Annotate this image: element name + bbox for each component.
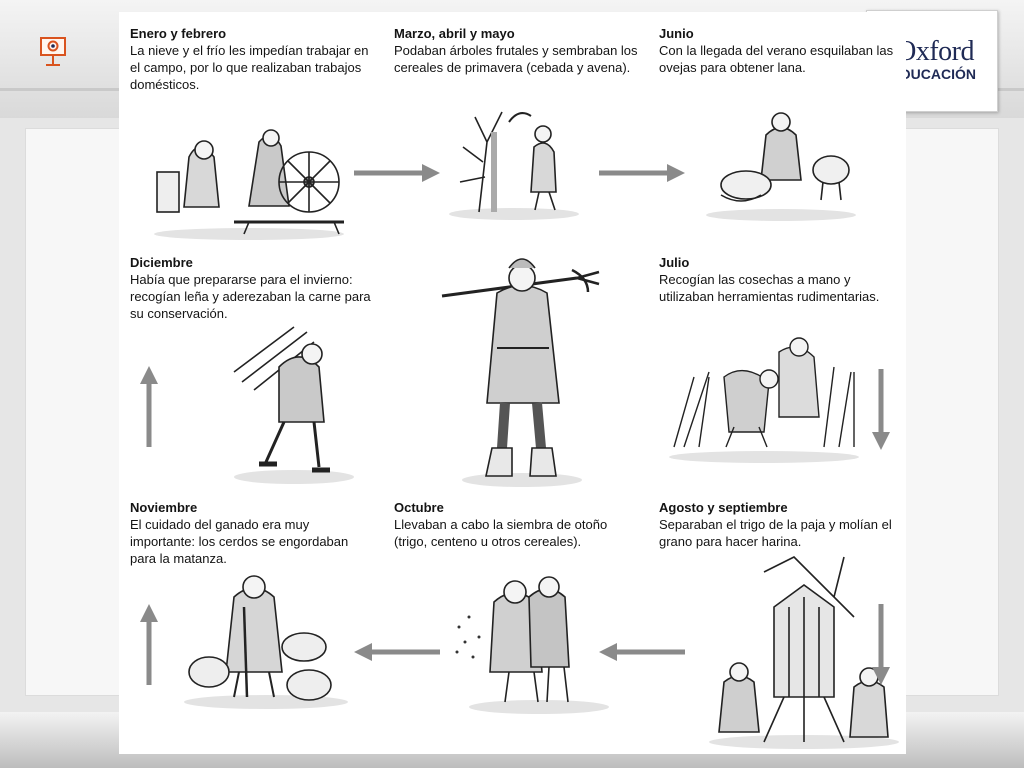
- windmill-scene-illustration: [709, 556, 899, 749]
- harvest-scene-illustration: [669, 337, 859, 463]
- sowing-scene-illustration: [455, 576, 609, 714]
- arrow-down-icon: [872, 604, 890, 685]
- caption-title: Noviembre: [130, 500, 198, 515]
- caption-title: Junio: [659, 26, 694, 41]
- firewood-carrier-scene-illustration: [233, 326, 354, 484]
- caption-marzo-mayo: Marzo, abril y mayo Podaban árboles frut…: [394, 25, 639, 76]
- caption-diciembre: Diciembre Había que prepararse para el i…: [130, 254, 375, 322]
- caption-body: El cuidado del ganado era muy importante…: [130, 517, 349, 566]
- caption-body: Con la llegada del verano esquilaban las…: [659, 43, 894, 75]
- presenter-board-icon[interactable]: [36, 34, 70, 68]
- caption-title: Octubre: [394, 500, 444, 515]
- caption-title: Diciembre: [130, 255, 193, 270]
- arrow-down-icon: [872, 369, 890, 450]
- caption-title: Enero y febrero: [130, 26, 227, 41]
- caption-noviembre: Noviembre El cuidado del ganado era muy …: [130, 499, 375, 567]
- logo-text-oxford: Oxford: [896, 36, 974, 67]
- peasant-with-pitchfork-illustration: [441, 258, 600, 487]
- spinning-wheel-scene-illustration: [154, 129, 344, 240]
- caption-julio: Julio Recogían las cosechas a mano y uti…: [659, 254, 904, 305]
- caption-enero-febrero: Enero y febrero La nieve y el frío les i…: [130, 25, 375, 93]
- tree-pruning-scene-illustration: [449, 111, 579, 220]
- caption-agosto-septiembre: Agosto y septiembre Separaban el trigo d…: [659, 499, 904, 550]
- arrow-right-icon: [354, 164, 440, 182]
- caption-title: Marzo, abril y mayo: [394, 26, 515, 41]
- caption-body: Separaban el trigo de la paja y molían e…: [659, 517, 892, 549]
- caption-body: Había que prepararse para el invierno: r…: [130, 272, 371, 321]
- arrow-right-icon: [599, 164, 685, 182]
- arrow-left-icon: [354, 643, 440, 661]
- arrow-left-icon: [599, 643, 685, 661]
- arrow-up-icon: [140, 366, 158, 447]
- caption-body: La nieve y el frío les impedían trabajar…: [130, 43, 369, 92]
- pig-herding-scene-illustration: [184, 575, 348, 709]
- caption-title: Agosto y septiembre: [659, 500, 788, 515]
- caption-body: Llevaban a cabo la siembra de otoño (tri…: [394, 517, 608, 549]
- sheep-shearing-scene-illustration: [706, 112, 856, 221]
- caption-body: Recogían las cosechas a mano y utilizaba…: [659, 272, 880, 304]
- caption-octubre: Octubre Llevaban a cabo la siembra de ot…: [394, 499, 639, 550]
- caption-junio: Junio Con la llegada del verano esquilab…: [659, 25, 904, 76]
- arrow-up-icon: [140, 604, 158, 685]
- caption-title: Julio: [659, 255, 690, 270]
- logo-text-educacion: EDUCACIÓN: [891, 66, 976, 82]
- caption-body: Podaban árboles frutales y sembraban los…: [394, 43, 638, 75]
- medieval-calendar-diagram: Enero y febrero La nieve y el frío les i…: [119, 12, 906, 754]
